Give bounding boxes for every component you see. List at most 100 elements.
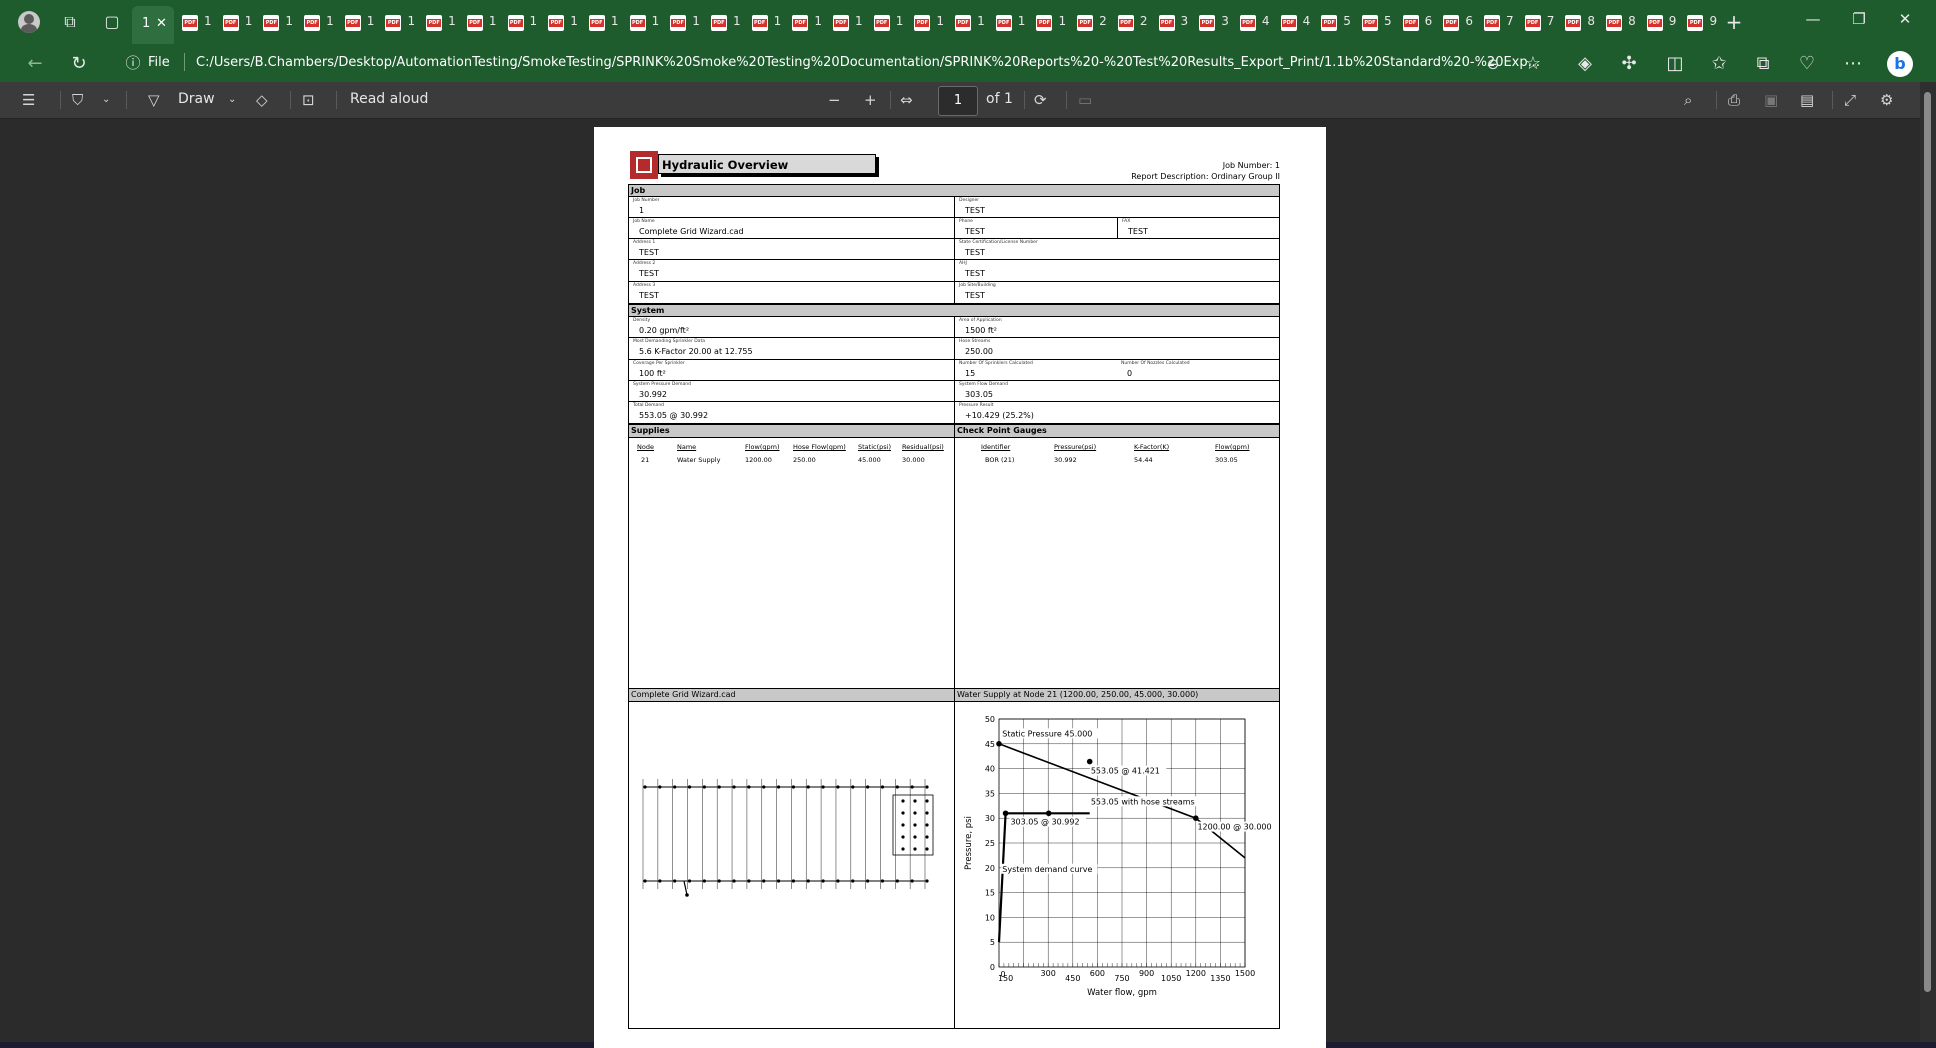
tab-pdf-document[interactable]: 7 [1480, 8, 1521, 38]
save-as-icon[interactable]: ▤ [1800, 91, 1815, 109]
print-icon[interactable]: ⎙ [1728, 91, 1741, 109]
settings-gear-icon[interactable]: ⚙ [1880, 91, 1894, 109]
tab-pdf-document[interactable]: 6 [1439, 8, 1480, 38]
copilot-icon[interactable]: b [1887, 51, 1913, 77]
tab-pdf-document[interactable]: 1 [300, 8, 341, 38]
extension-icon[interactable]: ◈ [1578, 53, 1592, 74]
draw-icon[interactable]: ▽ [148, 91, 160, 109]
pdf-file-icon [1402, 15, 1419, 31]
tab-label: 1 [692, 14, 700, 28]
address-bar[interactable]: ⓘ File C:/Users/B.Chambers/Desktop/Autom… [118, 49, 1540, 77]
close-tab-icon[interactable]: ✕ [156, 16, 167, 31]
tab-pdf-document[interactable]: 5 [1317, 8, 1358, 38]
sprinkler-head [762, 879, 766, 883]
tab-pdf-document[interactable]: 1 [951, 8, 992, 38]
tab-pdf-document[interactable]: 8 [1602, 8, 1643, 38]
annotation-background [1089, 796, 1211, 807]
zoom-icon[interactable]: ⊖ [1486, 55, 1500, 73]
tab-pdf-document[interactable]: 1 [666, 8, 707, 38]
split-screen-icon[interactable]: ◫ [1666, 53, 1684, 74]
tab-pdf-document[interactable]: 9 [1683, 8, 1724, 38]
tab-pdf-document[interactable]: 1 [178, 8, 219, 38]
tab-pdf-document[interactable]: 1 [626, 8, 667, 38]
tab-pdf-document[interactable]: 1 [910, 8, 951, 38]
tab-pdf-document[interactable]: 7 [1521, 8, 1562, 38]
zoom-out-icon[interactable]: − [828, 91, 841, 109]
column-divider [1117, 218, 1118, 239]
fit-page-icon[interactable]: ⇔ [900, 91, 913, 109]
riser-node [685, 893, 689, 897]
tab-pdf-document[interactable]: 1 [463, 8, 504, 38]
eraser-icon[interactable]: ◇ [256, 91, 268, 109]
refresh-icon[interactable]: ↻ [71, 53, 87, 74]
restore-icon[interactable]: ❐ [1852, 10, 1866, 28]
text-box-icon[interactable]: ⊡ [302, 91, 315, 109]
draw-button[interactable]: Draw [178, 91, 215, 107]
save-icon[interactable]: ▣ [1764, 91, 1779, 109]
tab-pdf-document[interactable]: 1 [1032, 8, 1073, 38]
back-arrow-icon[interactable]: ← [27, 53, 43, 74]
page-number-input[interactable]: 1 [938, 86, 978, 116]
fullscreen-icon[interactable]: ⤢ [1844, 91, 1857, 109]
tab-pdf-document[interactable]: 1 [544, 8, 585, 38]
more-options-icon[interactable]: ⋯ [1844, 53, 1862, 74]
tab-pdf-document[interactable]: 4 [1277, 8, 1318, 38]
tab-pdf-document[interactable]: 6 [1399, 8, 1440, 38]
page-view-icon[interactable]: ▭ [1078, 91, 1093, 109]
tab-pdf-document[interactable]: 1 [219, 8, 260, 38]
vertical-scrollbar[interactable] [1920, 82, 1936, 1048]
pdf-file-icon [182, 15, 198, 31]
tab-pdf-document[interactable]: 1 [870, 8, 911, 38]
tab-pdf-document[interactable]: 5 [1358, 8, 1399, 38]
tab-pdf-document[interactable]: 4 [1236, 8, 1277, 38]
zoom-in-icon[interactable]: + [864, 91, 877, 109]
tab-active[interactable]: 1 ✕ [132, 6, 174, 44]
rotate-icon[interactable]: ⟳ [1034, 91, 1047, 109]
tab-pdf-document[interactable]: 3 [1195, 8, 1236, 38]
highlight-icon[interactable]: ⛉ [72, 91, 84, 109]
pdf-file-icon [548, 15, 565, 31]
tab-pdf-document[interactable]: 1 [259, 8, 300, 38]
pdf-file-icon [792, 15, 809, 31]
read-aloud-button[interactable]: Read aloud [350, 91, 429, 107]
browser-essentials-icon[interactable]: ♡ [1798, 53, 1816, 74]
workspaces-icon[interactable]: ⧉ [64, 12, 76, 31]
tab-pdf-document[interactable]: 1 [422, 8, 463, 38]
tab-pdf-document[interactable]: 1 [829, 8, 870, 38]
info-icon[interactable]: ⓘ [125, 54, 141, 72]
tab-pdf-document[interactable]: 1 [992, 8, 1033, 38]
tab-pdf-document[interactable]: 1 [788, 8, 829, 38]
search-icon[interactable]: ⌕ [1684, 91, 1693, 109]
supplies-cell: 1200.00 [745, 456, 772, 464]
tab-pdf-document[interactable]: 1 [748, 8, 789, 38]
profile-avatar-icon[interactable] [18, 11, 40, 33]
new-tab-icon[interactable]: + [1725, 10, 1743, 34]
extensions-puzzle-icon[interactable]: ✣ [1621, 53, 1637, 74]
minimize-icon[interactable]: — [1805, 10, 1821, 28]
url-text[interactable]: C:/Users/B.Chambers/Desktop/AutomationTe… [196, 55, 1541, 70]
tab-pdf-document[interactable]: 8 [1561, 8, 1602, 38]
draw-chevron-down-icon[interactable]: ⌄ [228, 94, 237, 105]
tab-pdf-document[interactable]: 1 [585, 8, 626, 38]
collections-icon[interactable]: ⧉ [1756, 53, 1770, 74]
tab-pdf-document[interactable]: 1 [381, 8, 422, 38]
pdf-file-icon [955, 15, 972, 31]
tab-label: 8 [1628, 14, 1636, 28]
close-window-icon[interactable]: ✕ [1898, 10, 1912, 28]
favorites-icon[interactable]: ✩ [1711, 53, 1727, 74]
tab-pdf-document[interactable]: 3 [1155, 8, 1196, 38]
favorite-star-icon[interactable]: ☆ [1524, 53, 1542, 74]
scrollbar-thumb[interactable] [1924, 92, 1931, 992]
highlight-chevron-down-icon[interactable]: ⌄ [102, 94, 111, 105]
tab-pdf-document[interactable]: 2 [1073, 8, 1114, 38]
tab-actions-icon[interactable]: ▢ [104, 12, 120, 31]
pdf-page: Hydraulic Overview Job Number: 1 Report … [594, 127, 1326, 1048]
tab-pdf-document[interactable]: 9 [1643, 8, 1684, 38]
tab-pdf-document[interactable]: 1 [504, 8, 545, 38]
contents-list-icon[interactable]: ☰ [22, 91, 36, 109]
tab-pdf-document[interactable]: 1 [707, 8, 748, 38]
tab-pdf-document[interactable]: 1 [341, 8, 382, 38]
tab-pdf-document[interactable]: 2 [1114, 8, 1155, 38]
